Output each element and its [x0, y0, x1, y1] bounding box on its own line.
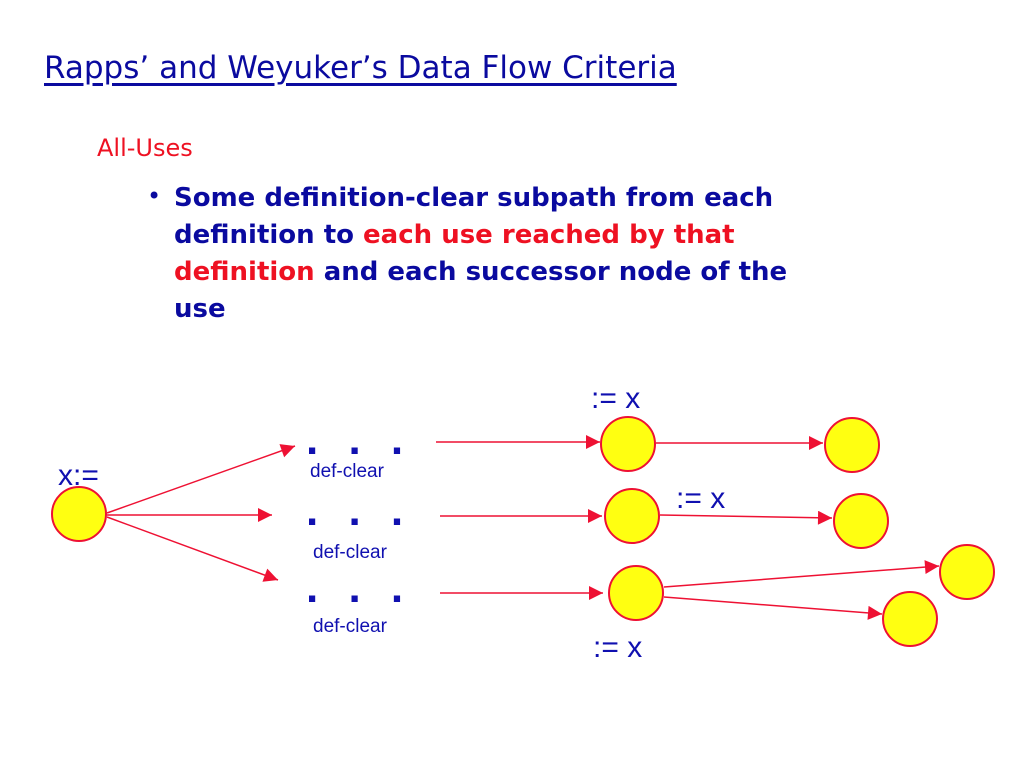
def-clear-label-3: def-clear [313, 616, 388, 637]
use-label-2: := x [676, 482, 725, 515]
successor-node-3a [939, 544, 995, 600]
arrow-use-3-to-successor-b [663, 596, 883, 620]
ellipsis-path-2: . . . [306, 486, 412, 535]
arrow-def-to-path-1 [106, 444, 296, 514]
use-node-2 [604, 488, 660, 544]
bullet-line-1: Some definition-clear subpath from each [174, 183, 774, 213]
bullet-line-4: use [174, 294, 226, 324]
ellipsis-path-3: . . . [306, 563, 412, 612]
successor-node-2 [833, 493, 889, 549]
use-node-1 [600, 416, 656, 472]
successor-node-3b [882, 591, 938, 647]
use-node-3 [608, 565, 664, 621]
ellipsis-path-1: . . . [306, 415, 412, 464]
bullet-marker: • [147, 182, 162, 210]
use-label-1: := x [591, 382, 640, 415]
def-clear-label-1: def-clear [310, 461, 385, 482]
bullet-line-3-highlight: definition [174, 257, 315, 287]
bullet-text: Some definition-clear subpath from each … [174, 180, 894, 328]
bullet-line-2-highlight: each use reached by that [363, 220, 735, 250]
successor-node-1 [824, 417, 880, 473]
definition-node [51, 486, 107, 542]
subheading-all-uses: All-Uses [97, 134, 193, 162]
bullet-line-2-pre: definition to [174, 220, 364, 250]
arrow-use-3-to-successor-a [663, 560, 940, 588]
arrow-use-2-to-successor [659, 510, 833, 525]
page-title: Rapps’ and Weyuker’s Data Flow Criteria [44, 50, 677, 86]
use-label-3: := x [593, 631, 642, 664]
bullet-line-3-post: and each successor node of the [314, 257, 788, 287]
def-clear-label-2: def-clear [313, 542, 388, 563]
arrow-def-to-path-3 [106, 516, 279, 582]
